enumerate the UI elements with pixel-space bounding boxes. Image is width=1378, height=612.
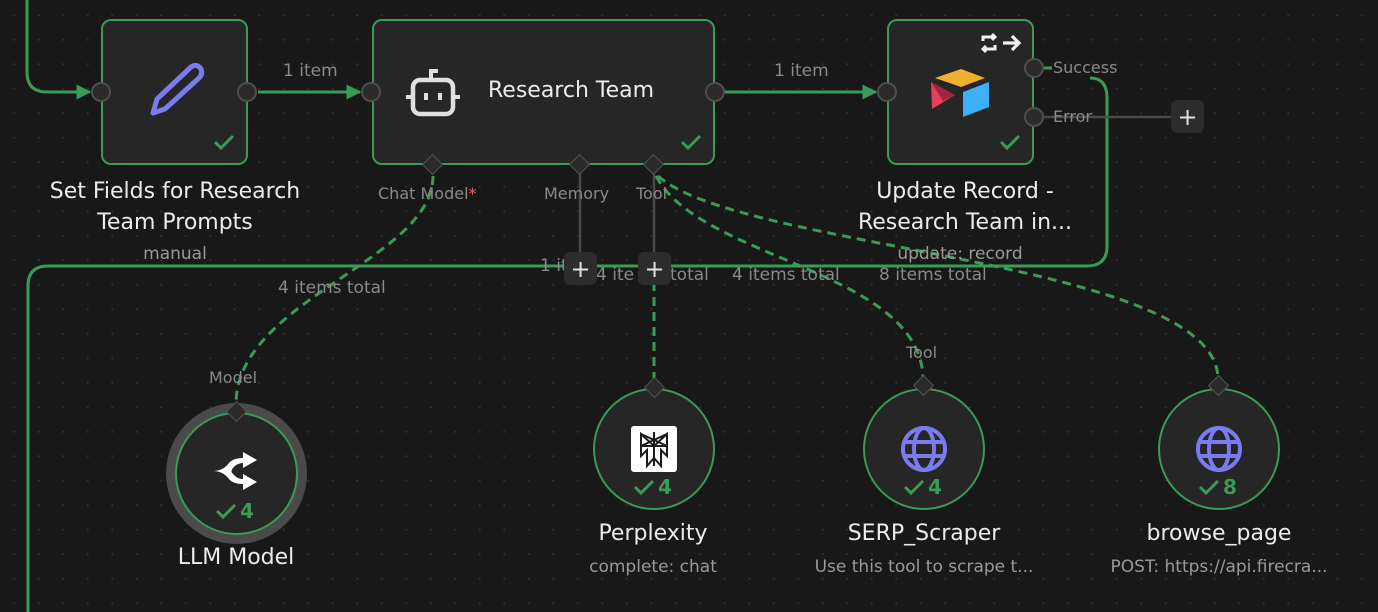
chat-model-port-label: Chat Model* — [378, 184, 477, 203]
tool-port-label: Tool — [636, 184, 668, 203]
globe-icon — [901, 426, 947, 472]
success-check-icon — [680, 134, 702, 151]
add-tool-button[interactable]: + — [638, 252, 671, 285]
airtable-icon — [931, 69, 989, 117]
perplexity-title: Perplexity — [598, 521, 708, 546]
edge-label-set-to-research: 1 item — [283, 61, 338, 81]
update-record-title-line1: Update Record - — [876, 179, 1054, 204]
loop-arrow-icon — [980, 32, 1022, 54]
memory-port-label: Memory — [544, 184, 610, 203]
research-team-title: Research Team — [488, 78, 655, 103]
chat-model-label-text: Chat Model — [378, 184, 469, 203]
browse-page-run-count: 8 — [1198, 475, 1237, 499]
perplexity-run-count: 4 — [633, 475, 672, 499]
edge-label-serp-total: 4 items total — [732, 265, 840, 285]
success-output-port[interactable] — [1024, 58, 1044, 78]
node-set-fields[interactable] — [101, 19, 248, 165]
llm-model-port-label: Model — [209, 368, 258, 387]
success-check-icon — [999, 134, 1021, 151]
error-output-label: Error — [1053, 107, 1092, 126]
set-fields-input-port[interactable] — [91, 82, 111, 102]
success-check-icon — [213, 134, 235, 151]
node-llm-model[interactable]: 4 — [175, 412, 298, 535]
perplexity-count-value: 4 — [658, 475, 672, 499]
node-update-record[interactable] — [887, 19, 1034, 165]
browse-page-subtitle: POST: https://api.firecra... — [1110, 557, 1328, 577]
success-output-label: Success — [1053, 58, 1118, 77]
perplexity-icon — [631, 426, 677, 472]
set-fields-title-line2: Team Prompts — [97, 210, 253, 235]
node-browse-page[interactable]: 8 — [1158, 388, 1280, 510]
pencil-icon — [150, 62, 205, 116]
llm-model-count-value: 4 — [240, 499, 254, 523]
serp-scraper-count-value: 4 — [928, 475, 942, 499]
edge-incoming — [25, 0, 92, 100]
serp-scraper-subtitle: Use this tool to scrape t... — [814, 557, 1034, 577]
update-record-subtitle: update: record — [897, 244, 1023, 264]
update-record-title-line2: Research Team in... — [857, 210, 1073, 235]
edge-label-research-to-update: 1 item — [774, 61, 829, 81]
llm-model-title: LLM Model — [177, 545, 295, 570]
success-check-icon — [215, 503, 237, 520]
add-memory-button[interactable]: + — [564, 252, 597, 285]
serp-scraper-run-count: 4 — [903, 475, 942, 499]
robot-icon — [406, 69, 460, 117]
globe-icon — [1196, 426, 1242, 472]
serp-scraper-port-label: Tool — [906, 343, 938, 362]
router-arrows-icon — [213, 452, 257, 490]
error-output-port[interactable] — [1024, 107, 1044, 127]
perplexity-subtitle: complete: chat — [589, 557, 717, 577]
success-check-icon — [633, 479, 655, 496]
success-check-icon — [1198, 479, 1220, 496]
llm-model-run-count: 4 — [215, 499, 254, 523]
set-fields-output-port[interactable] — [237, 82, 257, 102]
node-research-team[interactable]: Research Team — [372, 19, 715, 165]
set-fields-subtitle: manual — [143, 244, 207, 264]
node-perplexity[interactable]: 4 — [593, 388, 715, 510]
node-serp-scraper[interactable]: 4 — [863, 388, 985, 510]
edge-label-llm-total: 4 items total — [278, 278, 386, 298]
browse-page-count-value: 8 — [1223, 475, 1237, 499]
required-mark: * — [468, 184, 477, 203]
edge-label-perplexity-a: 4 ite — [596, 265, 635, 285]
browse-page-title: browse_page — [1146, 521, 1292, 546]
success-check-icon — [903, 479, 925, 496]
update-record-input-port[interactable] — [877, 82, 897, 102]
edge-label-browse-total: 8 items total — [879, 265, 987, 285]
edge-label-loop: 1 it — [540, 256, 568, 276]
edge-label-perplexity-b: total — [670, 265, 709, 285]
add-error-node-button[interactable]: + — [1171, 100, 1204, 133]
set-fields-title-line1: Set Fields for Research — [49, 179, 301, 204]
set-fields-title: Set Fields for Research Team Prompts — [20, 176, 330, 238]
research-team-output-port[interactable] — [705, 82, 725, 102]
update-record-title: Update Record - Research Team in... — [820, 176, 1110, 238]
research-team-input-port[interactable] — [361, 82, 381, 102]
serp-scraper-title: SERP_Scraper — [847, 521, 1001, 546]
